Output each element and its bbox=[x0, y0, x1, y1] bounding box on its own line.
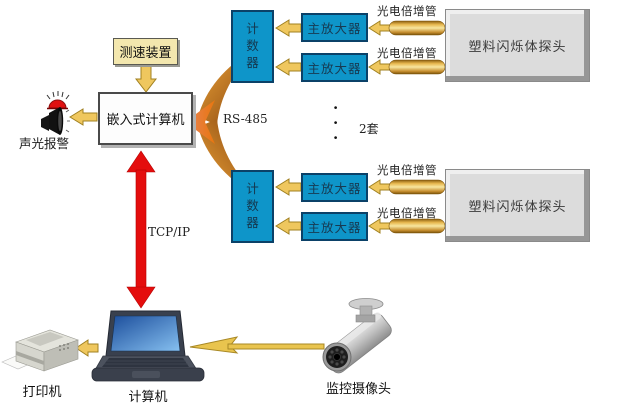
pmt-tube-icon bbox=[388, 59, 446, 75]
pmt-tube-icon bbox=[388, 179, 446, 195]
amplifier-box-2b: 主放大器 bbox=[301, 212, 368, 241]
counter-label: 计数器 bbox=[246, 181, 259, 230]
probe-box-1: 塑料闪烁体探头 bbox=[445, 9, 590, 82]
amplifier-box-1b: 主放大器 bbox=[301, 53, 368, 82]
speed-device-label: 测速装置 bbox=[119, 46, 172, 61]
pmt-label-4: 光电倍增管 bbox=[377, 206, 437, 220]
arrow-amp1a-to-counter1 bbox=[275, 19, 302, 37]
arrow-pmt3-to-amp2a bbox=[368, 179, 392, 195]
embedded-computer-box: 嵌入式计算机 bbox=[98, 92, 193, 145]
arrow-amp2b-to-counter2 bbox=[275, 217, 302, 235]
rs485-swoosh bbox=[185, 45, 263, 199]
arrow-speed-to-computer bbox=[134, 65, 158, 93]
probe-label: 塑料闪烁体探头 bbox=[468, 200, 567, 215]
tcpip-arrow bbox=[126, 150, 156, 309]
ellipsis-dots: · · · bbox=[333, 99, 339, 147]
laptop-icon bbox=[91, 310, 205, 382]
arrow-pmt1-to-amp1a bbox=[368, 20, 392, 36]
alarm-icon bbox=[41, 91, 70, 135]
pmt-label-3: 光电倍增管 bbox=[377, 163, 437, 177]
gold-arrows bbox=[69, 19, 392, 357]
pmt-tube-icon bbox=[388, 218, 446, 234]
counter-box-1: 计数器 bbox=[231, 10, 274, 83]
amplifier-label: 主放大器 bbox=[307, 181, 362, 196]
arrow-pmt4-to-amp2b bbox=[368, 218, 392, 234]
rs485-label: RS-485 bbox=[223, 112, 268, 126]
amplifier-label: 主放大器 bbox=[307, 61, 362, 76]
arrow-amp1b-to-counter1 bbox=[275, 58, 302, 76]
camera-label: 监控摄像头 bbox=[326, 382, 392, 397]
amplifier-label: 主放大器 bbox=[307, 21, 362, 36]
counter-label: 计数器 bbox=[246, 21, 259, 70]
amplifier-label: 主放大器 bbox=[307, 220, 362, 235]
amplifier-box-1a: 主放大器 bbox=[301, 13, 368, 42]
pmt-tube-icon bbox=[388, 20, 446, 36]
sets-label: 2套 bbox=[359, 122, 379, 136]
speed-device-box: 测速装置 bbox=[113, 38, 178, 65]
arrow-computer-to-printer bbox=[75, 339, 99, 357]
arrow-computer-to-alarm bbox=[69, 108, 98, 126]
counter-box-2: 计数器 bbox=[231, 170, 274, 243]
arrow-amp2a-to-counter2 bbox=[275, 178, 302, 196]
rs485-arrowhead bbox=[185, 100, 215, 144]
pmt-label-1: 光电倍增管 bbox=[377, 4, 437, 18]
amplifier-box-2a: 主放大器 bbox=[301, 173, 368, 202]
arrow-pmt2-to-amp1b bbox=[368, 59, 392, 75]
embedded-computer-label: 嵌入式计算机 bbox=[106, 113, 185, 128]
computer-label: 计算机 bbox=[128, 390, 168, 405]
alarm-label: 声光报警 bbox=[18, 136, 69, 151]
probe-box-2: 塑料闪烁体探头 bbox=[445, 169, 590, 242]
probe-label: 塑料闪烁体探头 bbox=[468, 40, 567, 55]
pmt-label-2: 光电倍增管 bbox=[377, 46, 437, 60]
printer-icon bbox=[1, 329, 79, 372]
camera-icon bbox=[322, 298, 392, 374]
tcpip-label: TCP/IP bbox=[148, 225, 191, 239]
arrow-camera-to-computer bbox=[189, 336, 325, 354]
pmt-tubes bbox=[388, 20, 446, 234]
printer-label: 打印机 bbox=[22, 385, 62, 400]
